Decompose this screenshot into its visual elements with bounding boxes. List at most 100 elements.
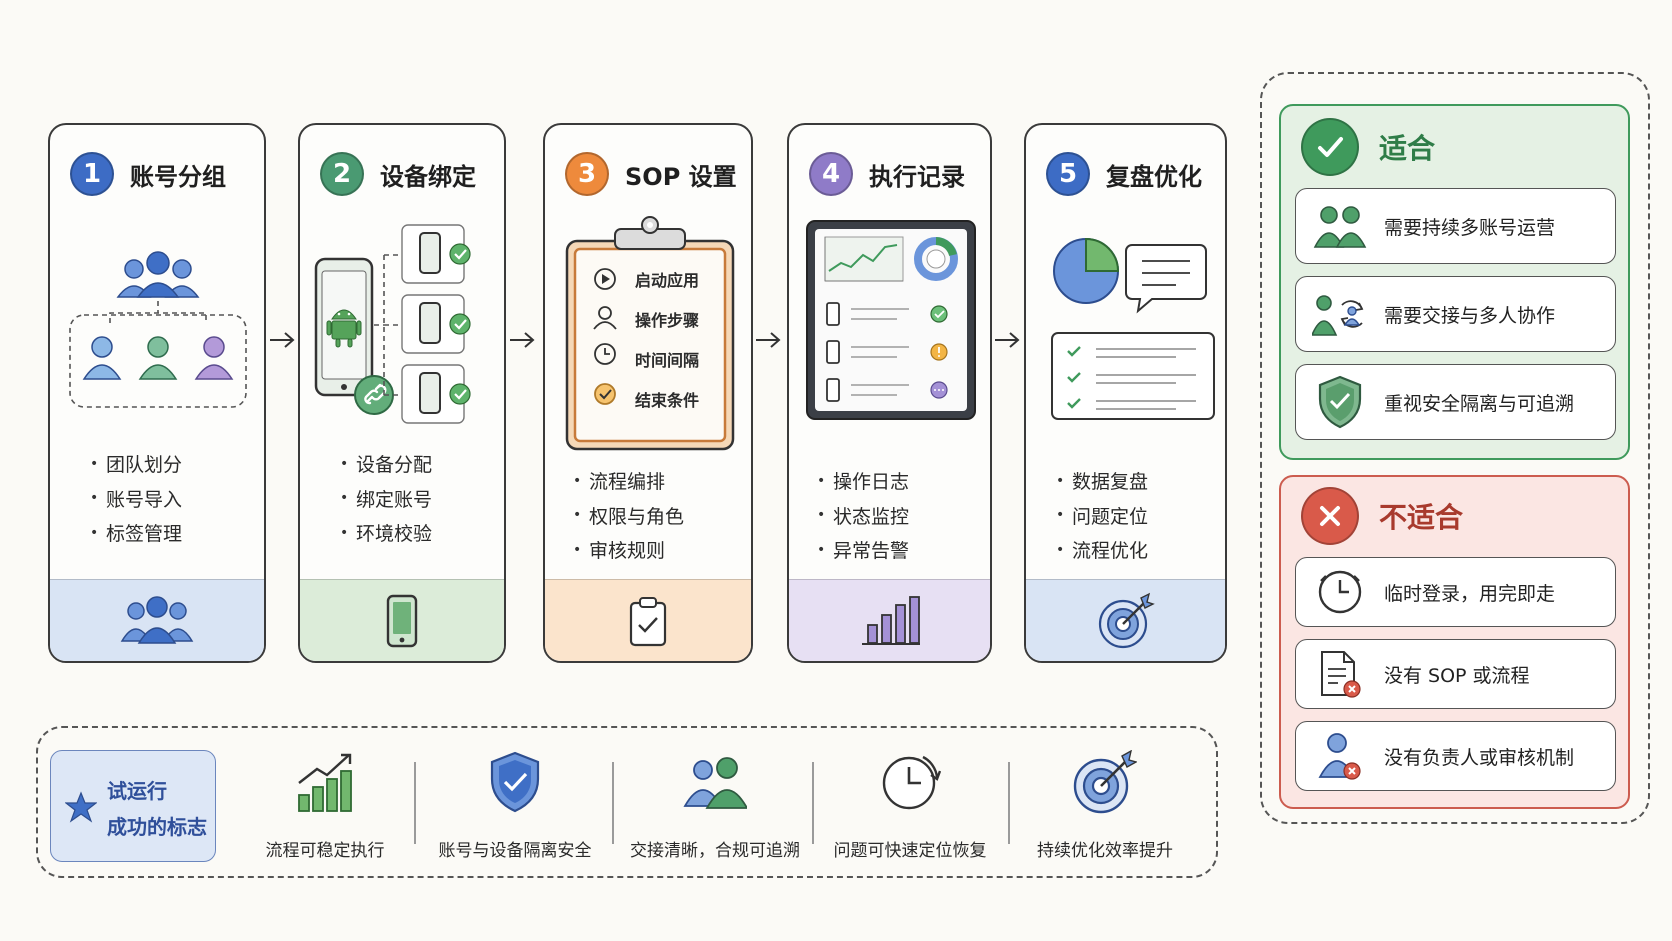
clipboard-icon bbox=[565, 216, 735, 451]
fit-panel-frame bbox=[1260, 72, 1650, 824]
bullet-item: 数据复盘 bbox=[1056, 465, 1215, 500]
metric-stable-execution: 流程可稳定执行 bbox=[250, 744, 400, 864]
suitable-panel: 适合 需要持续多账号运营 bbox=[1279, 104, 1630, 460]
unsuitable-item: 没有负责人或审核机制 bbox=[1295, 721, 1616, 791]
flow-arrow bbox=[995, 332, 1020, 348]
metric-isolation-security: 账号与设备隔离安全 bbox=[426, 744, 604, 864]
step-card-1: 1 账号分组 bbox=[48, 123, 266, 663]
suitable-item-text: 需要交接与多人协作 bbox=[1384, 304, 1556, 327]
suitable-item: 需要持续多账号运营 bbox=[1295, 188, 1616, 264]
check-icon bbox=[1301, 118, 1359, 176]
success-criteria-frame bbox=[36, 726, 1218, 878]
dashboard-icon bbox=[806, 220, 976, 420]
step-bullets: 数据复盘 问题定位 流程优化 bbox=[1056, 465, 1215, 569]
unsuitable-panel: 不适合 临时登录，用完即走 没有 SOP 或流程 bbox=[1279, 475, 1630, 809]
team-icon bbox=[120, 595, 194, 644]
suitable-item-text: 重视安全隔离与可追溯 bbox=[1384, 392, 1575, 415]
star-icon bbox=[65, 791, 97, 823]
bullet-item: 团队划分 bbox=[90, 448, 254, 483]
step-card-3: 3 SOP 设置 启动应用 操作步骤 时间间隔 结束条件 流程编排 权限与角色 … bbox=[543, 123, 753, 663]
step-number-badge: 1 bbox=[70, 152, 114, 196]
metric-divider bbox=[414, 762, 416, 844]
step-card-5: 5 复盘优化 数据复盘 问题定位 流程优化 bbox=[1024, 123, 1227, 663]
target-icon bbox=[1098, 592, 1155, 648]
step-card-2: 2 设备绑定 bbox=[298, 123, 506, 663]
bullet-item: 流程编排 bbox=[573, 465, 741, 500]
trial-text: 试运行 成功的标志 bbox=[107, 773, 207, 845]
step-bullets: 设备分配 绑定账号 环境校验 bbox=[340, 448, 494, 552]
bullet-item: 标签管理 bbox=[90, 517, 254, 552]
bullet-item: 设备分配 bbox=[340, 448, 494, 483]
growth-chart-icon bbox=[295, 744, 355, 820]
step-number-badge: 2 bbox=[320, 152, 364, 196]
bar-chart-icon bbox=[861, 595, 920, 645]
shield-check-icon bbox=[489, 744, 541, 820]
phone-icon bbox=[386, 594, 418, 647]
metric-label: 交接清晰，合规可追溯 bbox=[630, 841, 800, 861]
step-footer bbox=[1026, 579, 1225, 661]
dashboard-illustration bbox=[789, 215, 990, 565]
step-title: 复盘优化 bbox=[1106, 162, 1202, 191]
step-title: 执行记录 bbox=[869, 162, 965, 191]
clock-refresh-icon bbox=[879, 744, 941, 820]
bullet-item: 操作日志 bbox=[817, 465, 980, 500]
device-binding-illustration bbox=[300, 215, 504, 565]
step-card-4: 4 执行记录 bbox=[787, 123, 992, 663]
bullet-item: 环境校验 bbox=[340, 517, 494, 552]
step-footer bbox=[545, 579, 751, 661]
unsuitable-item: 临时登录，用完即走 bbox=[1295, 557, 1616, 627]
step-number-badge: 5 bbox=[1046, 152, 1090, 196]
step-header: 4 执行记录 bbox=[809, 149, 980, 199]
bullet-item: 问题定位 bbox=[1056, 500, 1215, 535]
checklist-item: 启动应用 bbox=[635, 271, 700, 290]
document-error-icon bbox=[1296, 649, 1384, 699]
device-binding-icon bbox=[314, 224, 471, 424]
unsuitable-item: 没有 SOP 或流程 bbox=[1295, 639, 1616, 709]
unsuitable-item-text: 没有 SOP 或流程 bbox=[1384, 664, 1530, 687]
bullet-item: 账号导入 bbox=[90, 483, 254, 518]
step-header: 3 SOP 设置 bbox=[565, 149, 741, 199]
metric-quick-recovery: 问题可快速定位恢复 bbox=[822, 744, 998, 864]
step-header: 2 设备绑定 bbox=[320, 149, 494, 199]
suitable-header: 适合 bbox=[1301, 118, 1435, 176]
step-header: 1 账号分组 bbox=[70, 149, 254, 199]
bullet-item: 审核规则 bbox=[573, 534, 741, 569]
unsuitable-item-text: 没有负责人或审核机制 bbox=[1384, 746, 1575, 769]
metric-divider bbox=[612, 762, 614, 844]
unsuitable-item-text: 临时登录，用完即走 bbox=[1384, 582, 1556, 605]
handover-icon bbox=[1296, 291, 1384, 337]
metric-label: 问题可快速定位恢复 bbox=[833, 841, 987, 861]
suitable-title: 适合 bbox=[1379, 132, 1436, 165]
clipboard-illustration: 启动应用 操作步骤 时间间隔 结束条件 bbox=[545, 215, 751, 565]
bullet-item: 绑定账号 bbox=[340, 483, 494, 518]
suitable-item: 重视安全隔离与可追溯 bbox=[1295, 364, 1616, 440]
unsuitable-title: 不适合 bbox=[1379, 501, 1464, 534]
metric-handover-compliance: 交接清晰，合规可追溯 bbox=[622, 744, 808, 864]
flow-arrow bbox=[510, 332, 535, 348]
metric-divider bbox=[1008, 762, 1010, 844]
checklist-item: 时间间隔 bbox=[635, 351, 700, 370]
step-number-badge: 4 bbox=[809, 152, 853, 196]
flow-arrow bbox=[270, 332, 295, 348]
checklist-item: 结束条件 bbox=[635, 391, 700, 410]
close-icon bbox=[1301, 487, 1359, 545]
review-icon bbox=[1051, 237, 1215, 420]
trial-line-1: 试运行 bbox=[107, 779, 167, 803]
flow-arrow bbox=[756, 332, 781, 348]
unsuitable-header: 不适合 bbox=[1301, 487, 1463, 545]
step-footer bbox=[789, 579, 990, 661]
step-footer bbox=[50, 579, 264, 661]
metric-continuous-optimization: 持续优化效率提升 bbox=[1022, 744, 1188, 864]
clipboard-check-icon bbox=[629, 596, 667, 646]
step-footer bbox=[300, 579, 504, 661]
team-hierarchy-illustration bbox=[50, 215, 264, 565]
suitable-item: 需要交接与多人协作 bbox=[1295, 276, 1616, 352]
bullet-item: 异常告警 bbox=[817, 534, 980, 569]
step-bullets: 团队划分 账号导入 标签管理 bbox=[90, 448, 254, 552]
shield-check-icon bbox=[1296, 375, 1384, 429]
team-icon bbox=[683, 744, 747, 820]
trial-line-2: 成功的标志 bbox=[107, 815, 207, 839]
step-number-badge: 3 bbox=[565, 152, 609, 196]
step-title: 账号分组 bbox=[130, 162, 226, 191]
clock-icon bbox=[1296, 568, 1384, 616]
